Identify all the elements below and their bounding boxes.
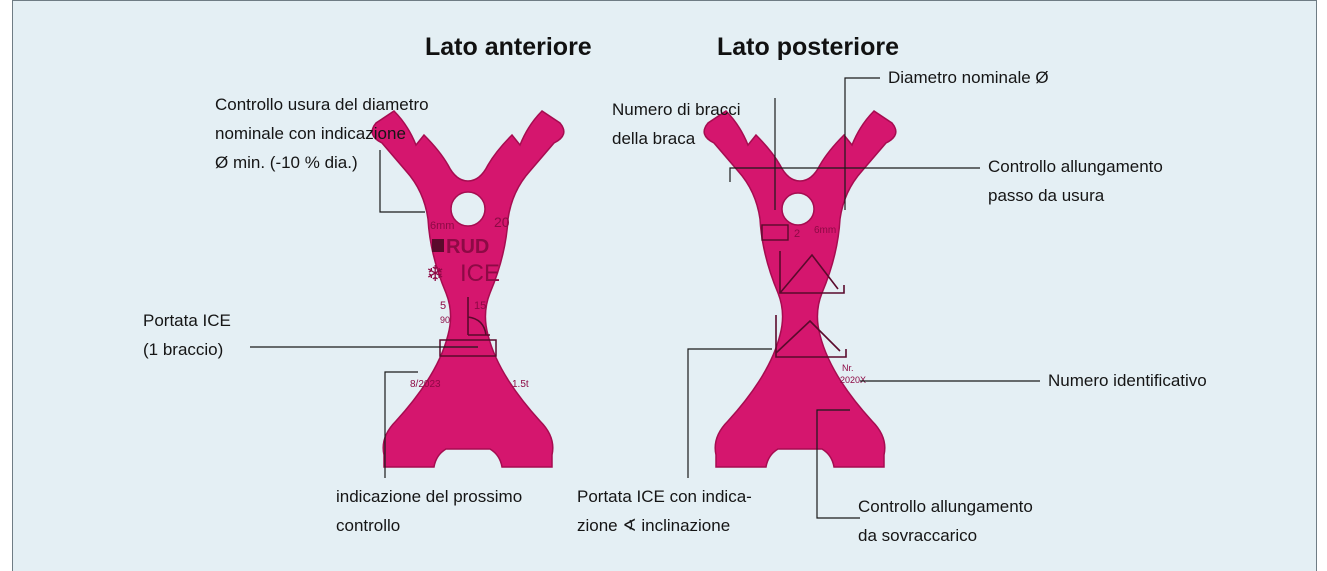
back-tag-id-prefix: Nr. [842, 363, 854, 373]
front-tag-capacity-box [439, 339, 497, 357]
back-tag-legs-box [761, 224, 789, 241]
front-tag-angle-mark [467, 297, 490, 336]
back-tag-gauge-upper [779, 251, 845, 294]
label-nominal-diameter-line1: Diametro nominale Ø [888, 68, 1049, 87]
label-capacity-angle: Portata ICE con indica- zione ∢ inclinaz… [577, 482, 752, 540]
front-tag-row-right: 15 [474, 300, 486, 312]
label-wear-check-line2: nominale con indicazione [215, 124, 406, 143]
label-wear-check-line3: Ø min. (-10 % dia.) [215, 153, 358, 172]
front-tag-row-small: 90 [440, 315, 450, 325]
label-legs: Numero di bracci della braca [612, 95, 741, 153]
leader-nominal-diameter [844, 77, 880, 210]
label-nominal-diameter: Diametro nominale Ø [888, 63, 1049, 92]
front-tag-row-left: 5 [440, 300, 446, 312]
label-next-inspection-line1: indicazione del prossimo [336, 487, 523, 506]
snowflake-icon: ❄ [426, 261, 444, 286]
front-tag-foot-left: 8/2023 [410, 379, 441, 390]
title-front: Lato anteriore [425, 33, 592, 61]
back-tag-hole [781, 192, 815, 226]
label-capacity: Portata ICE (1 braccio) [143, 306, 231, 364]
label-next-inspection: indicazione del prossimo controllo [336, 482, 522, 540]
label-wear-check: Controllo usura del diametro nominale co… [215, 90, 429, 177]
back-tag-id-value: 2020X [840, 375, 866, 385]
label-id-number: Numero identificativo [1048, 366, 1207, 395]
label-overload: Controllo allungamento da sovraccarico [858, 492, 1033, 550]
label-pitch-elongation-line2: passo da usura [988, 186, 1105, 205]
label-capacity-angle-line1: Portata ICE con indica- [577, 487, 752, 506]
label-pitch-elongation-line1: Controllo allungamento [988, 157, 1163, 176]
back-tag-unit: 6mm [814, 225, 836, 236]
front-tag-product: ICE [460, 260, 500, 287]
back-tag: 2 6mm Nr. 2020X [703, 110, 897, 468]
back-tag-legs-count: 2 [794, 228, 800, 240]
label-capacity-angle-line2: zione ∢ inclinazione [577, 516, 731, 535]
label-pitch-elongation: Controllo allungamento passo da usura [988, 152, 1163, 210]
label-next-inspection-line2: controllo [336, 516, 401, 535]
front-tag-brand: RUD [446, 236, 489, 258]
leader-wear-check [379, 150, 425, 213]
front-tag-unit: 6mm [430, 220, 454, 232]
label-capacity-line1: Portata ICE [143, 311, 231, 330]
figure-panel [12, 0, 1317, 571]
front-tag-foot-right: 1.5t [512, 379, 529, 390]
leader-pitch-elongation [729, 167, 980, 182]
front-tag: 6mm 20 RUD ❄ ICE 5 90 15 8/2023 1.5t [371, 110, 565, 468]
back-tag-gauge-lower [775, 315, 847, 358]
label-capacity-line2: (1 braccio) [143, 340, 224, 359]
label-overload-line1: Controllo allungamento [858, 497, 1033, 516]
label-overload-line2: da sovraccarico [858, 526, 978, 545]
label-wear-check-line1: Controllo usura del diametro [215, 95, 429, 114]
label-legs-line2: della braca [612, 129, 696, 148]
title-back: Lato posteriore [717, 33, 899, 61]
front-tag-size: 20 [494, 214, 510, 230]
front-tag-brand-mark [432, 239, 444, 252]
label-legs-line1: Numero di bracci [612, 100, 741, 119]
leader-next-inspection [384, 371, 418, 478]
front-tag-hole [450, 191, 486, 227]
leader-capacity-angle [687, 348, 772, 478]
label-id-number-line1: Numero identificativo [1048, 371, 1207, 390]
leader-overload [816, 409, 860, 519]
